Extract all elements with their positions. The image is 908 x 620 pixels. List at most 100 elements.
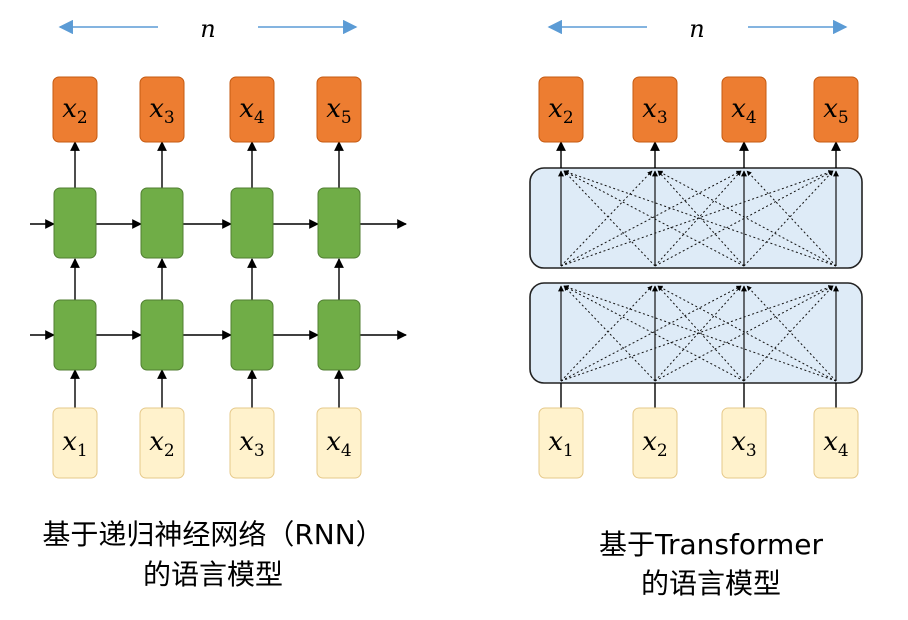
token-sub: 4 [254,108,265,128]
attention-link [657,170,837,267]
token-sub: 5 [341,108,352,128]
token-var: x [731,427,746,457]
rnn-input-token: x4 [316,407,362,479]
transformer-vertical-edges [556,141,841,408]
svg-text:x4: x4 [239,94,265,128]
token-var: x [62,427,77,457]
transformer-output-token: x2 [538,76,584,143]
token-var: x [326,94,341,124]
token-sub: 1 [563,441,574,461]
transformer-output-token: x3 [632,76,678,143]
rnn-output-token: x4 [229,76,275,143]
token-sub: 4 [838,441,849,461]
rnn-cell [317,299,361,371]
attention-connections-bottom [558,285,839,382]
attention-link [657,285,837,382]
transformer-block-bottom [529,282,863,384]
token-sub: 3 [746,441,757,461]
token-sub: 4 [341,441,352,461]
svg-text:x4: x4 [823,427,849,461]
attention-link [560,170,653,267]
rnn-output-token: x2 [52,76,98,143]
token-var: x [642,94,657,124]
rnn-caption-line2: 的语言模型 [143,558,283,591]
token-var: x [548,427,563,457]
transformer-caption-line2: 的语言模型 [641,567,781,600]
rnn-output-token: x5 [316,76,362,143]
attention-connections-top [558,170,839,267]
token-sub: 3 [254,441,265,461]
transformer-caption-line1: 基于Transformer [599,528,824,561]
transformer-input-token: x4 [813,407,859,479]
token-var: x [731,94,746,124]
rnn-cell [140,187,184,259]
transformer-panel: n x2 x3 [529,15,863,600]
rnn-panel: n [30,15,407,591]
rnn-input-token: x2 [139,407,185,479]
token-var: x [239,94,254,124]
attention-link [743,285,834,382]
rnn-output-tokens: x2 x3 x4 x5 [52,76,362,143]
attention-link [560,170,834,267]
transformer-block-top [529,167,863,269]
svg-text:x5: x5 [326,94,352,128]
token-var: x [823,427,838,457]
rnn-input-tokens: x1 x2 x3 x4 [52,407,362,479]
transformer-length-indicator: n [547,15,848,43]
attention-link [743,170,834,267]
token-var: x [326,427,341,457]
attention-link [657,285,745,382]
rnn-recurrent-edges [30,219,407,340]
attention-link [563,285,656,382]
rnn-length-label: n [200,15,215,43]
svg-text:x4: x4 [326,427,352,461]
rnn-layer-top [53,187,361,259]
attention-link [560,285,834,382]
svg-text:x2: x2 [548,94,574,128]
transformer-input-tokens: x1 x2 x3 x4 [538,407,859,479]
attention-link [563,285,837,382]
transformer-input-token: x1 [538,407,584,479]
rnn-layer-bottom [53,299,361,371]
token-var: x [149,94,164,124]
svg-text:x2: x2 [642,427,668,461]
svg-text:x1: x1 [62,427,88,461]
rnn-input-token: x1 [52,407,98,479]
rnn-cell [53,187,97,259]
attention-link [560,285,653,382]
rnn-cell [230,187,274,259]
token-var: x [642,427,657,457]
attention-link [654,285,742,382]
svg-text:x3: x3 [239,427,265,461]
attention-link [746,170,837,267]
token-var: x [62,94,77,124]
svg-text:x3: x3 [642,94,668,128]
transformer-input-token: x3 [721,407,767,479]
rnn-cell [317,187,361,259]
token-var: x [823,94,838,124]
token-sub: 3 [164,108,175,128]
token-sub: 2 [563,108,574,128]
token-var: x [149,427,164,457]
svg-text:x3: x3 [731,427,757,461]
token-sub: 4 [746,108,757,128]
rnn-vertical-edges [70,141,344,408]
svg-text:x1: x1 [548,427,574,461]
token-var: x [548,94,563,124]
attention-link [746,285,837,382]
rnn-input-token: x3 [229,407,275,479]
transformer-length-label: n [689,15,704,43]
attention-link [657,170,745,267]
token-sub: 3 [657,108,668,128]
attention-link [654,170,742,267]
rnn-length-indicator: n [58,15,358,43]
rnn-cell [230,299,274,371]
rnn-output-token: x3 [139,76,185,143]
token-sub: 2 [77,108,88,128]
transformer-input-token: x2 [632,407,678,479]
token-sub: 2 [657,441,668,461]
svg-text:x2: x2 [62,94,88,128]
attention-link [563,170,837,267]
token-sub: 1 [77,441,88,461]
